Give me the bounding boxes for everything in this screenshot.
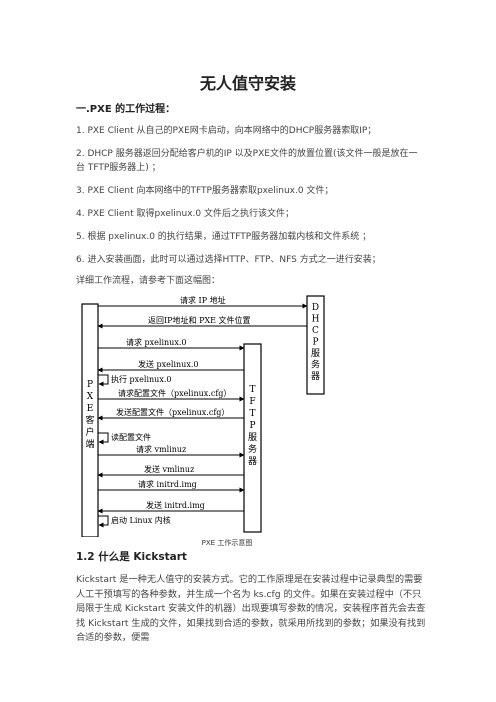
section-heading-kickstart: 1.2 什么是 Kickstart (76, 551, 187, 563)
self-loop-arrow (98, 432, 109, 445)
pxe-client-box (81, 303, 99, 537)
message-label: 请求配置文件（pxelinux.cfg） (118, 388, 231, 398)
message-label: 发送配置文件（pxelinux.cfg） (116, 407, 229, 417)
diagram-caption: PXE 工作示意图 (201, 539, 253, 547)
message-label: 请求 vmlinuz (136, 444, 186, 454)
message-label: 发送 vmlinuz (144, 464, 194, 474)
step-1: 1. PXE Client 从自己的PXE网卡启动，向本网络中的DHCP服务器索… (76, 126, 377, 136)
self-loop-arrow (98, 374, 109, 387)
step-4: 4. PXE Client 取得pxelinux.0 文件后之执行该文件； (76, 209, 294, 219)
self-action-label: 执行 pxelinux.0 (111, 374, 171, 384)
step-2: 2. DHCP 服务器返回分配给客户机的IP 以及PXE文件的放置位置(该文件一… (76, 149, 418, 173)
section-heading-pxe: 一.PXE 的工作过程： (76, 104, 176, 115)
step-5: 5. 根据 pxelinux.0 的执行结果，通过TFTP服务器加载内核和文件系… (76, 232, 372, 242)
step-6: 6. 进入安装画面，此时可以通过选择HTTP、FTP、NFS 方式之一进行安装； (76, 255, 381, 265)
self-action-label: 读配置文件 (111, 432, 151, 442)
message-label: 请求 initrd.img (138, 479, 197, 489)
dhcp-server-box (306, 295, 325, 395)
message-label: 返回IP地址和 PXE 文件位置 (148, 315, 251, 325)
message-label: 发送 pxelinux.0 (138, 359, 198, 369)
message-label: 发送 initrd.img (146, 500, 205, 510)
step-3: 3. PXE Client 向本网络中的TFTP服务器索取pxelinux.0 … (76, 186, 334, 196)
message-label: 请求 IP 地址 (180, 295, 226, 305)
kickstart-paragraph: Kickstart 是一种无人值守的安装方式。它的工作原理是在安装过程中记录典型… (76, 574, 426, 643)
message-label: 请求 pxelinux.0 (126, 337, 186, 347)
self-loop-arrow (98, 515, 109, 528)
detail-note: 详细工作流程，请参考下面这幅图： (76, 276, 221, 286)
self-action-label: 启动 Linux 内核 (111, 515, 171, 525)
tftp-server-box (243, 343, 262, 533)
page-title: 无人值守安装 (199, 74, 296, 93)
